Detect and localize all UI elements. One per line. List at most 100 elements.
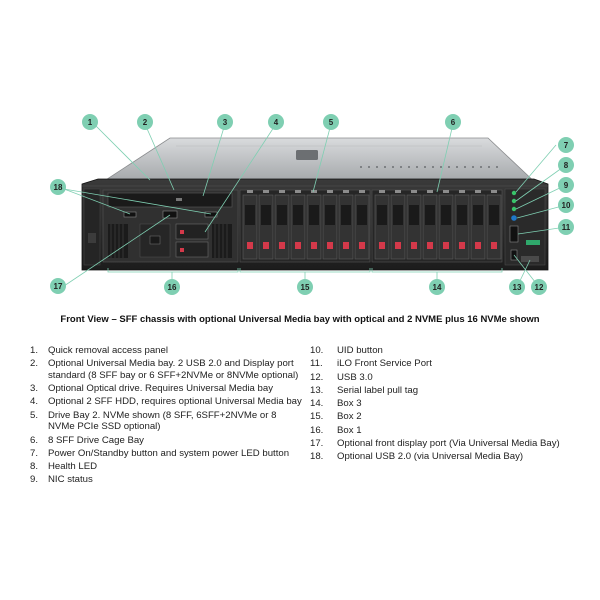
callout-18: 18	[50, 179, 66, 195]
svg-text:8: 8	[564, 161, 569, 170]
callout-14: 14	[429, 279, 445, 295]
svg-text:7: 7	[564, 141, 569, 150]
ilo-service-port	[509, 225, 519, 243]
legend-number: 3.	[30, 383, 39, 395]
callout-11: 11	[558, 219, 574, 235]
svg-text:18: 18	[54, 183, 63, 192]
svg-text:16: 16	[168, 283, 177, 292]
legend-number: 11.	[310, 358, 323, 370]
svg-text:15: 15	[301, 283, 310, 292]
usb-2-port	[204, 211, 218, 218]
legend-text: NIC status	[48, 474, 93, 486]
legend-number: 1.	[30, 345, 39, 356]
callout-12: 12	[531, 279, 547, 295]
drive-cage-box-2	[239, 189, 371, 263]
legend-text: Optional 2 SFF HDD, requires optional Un…	[48, 396, 302, 408]
legend-item: 13. Serial label pull tag	[310, 385, 595, 397]
svg-text:9: 9	[564, 181, 569, 190]
legend-item: 4. Optional 2 SFF HDD, requires optional …	[30, 396, 302, 408]
drive-cage-box-3	[371, 189, 503, 263]
legend-number: 16.	[310, 424, 324, 436]
callout-2: 2	[137, 114, 153, 130]
legend-text: Optional Optical drive. Requires Univers…	[48, 383, 274, 395]
callout-1: 1	[82, 114, 98, 130]
legend-item: 8. Health LED	[30, 461, 302, 473]
leader-lines	[63, 123, 567, 288]
legend-number: 18.	[310, 451, 324, 463]
legend-number: 6.	[30, 434, 39, 446]
legend-text: UID button	[337, 345, 383, 356]
chassis-top-cover	[93, 137, 542, 188]
svg-text:6: 6	[451, 118, 456, 127]
display-port	[162, 210, 178, 219]
legend-text: Power On/Standby button and system power…	[48, 447, 290, 459]
power-button-led	[511, 190, 517, 196]
legend-number: 2.	[30, 358, 39, 370]
legend-number: 8.	[30, 461, 39, 473]
right-control-panel	[504, 188, 546, 266]
legend-text: Drive Bay 2. NVMe shown (8 SFF, 6SFF+2NV…	[48, 409, 277, 433]
legend-number: 4.	[30, 396, 39, 408]
callout-markers: 1 2 3 4 5 6 7 8 9 10 11 12 13 14 15 16 1…	[50, 114, 574, 295]
svg-text:10: 10	[562, 201, 571, 210]
callout-4: 4	[268, 114, 284, 130]
universal-media-bay	[102, 189, 239, 263]
legend-item: 5. Drive Bay 2. NVMe shown (8 SFF, 6SFF+2…	[30, 410, 302, 433]
svg-text:4: 4	[274, 118, 279, 127]
legend-item: 6.8 SFF Drive Cage Bay	[30, 435, 302, 447]
box-brackets	[107, 268, 503, 273]
svg-text:5: 5	[329, 118, 334, 127]
health-led	[511, 198, 517, 204]
legend-text: Serial label pull tag	[337, 384, 419, 396]
svg-text:2: 2	[143, 118, 148, 127]
legend-right-column: 10.UID button 11.iLO Front Service Port …	[310, 345, 595, 465]
svg-text:13: 13	[513, 283, 522, 292]
callout-9: 9	[558, 177, 574, 193]
uid-button	[511, 215, 517, 221]
callout-17: 17	[50, 278, 66, 294]
svg-text:3: 3	[223, 118, 228, 127]
legend-text: USB 3.0	[337, 371, 373, 383]
callout-13: 13	[509, 279, 525, 295]
legend-item: 3. Optional Optical drive. Requires Unive…	[30, 383, 302, 395]
legend-number: 12.	[310, 371, 324, 383]
callout-3: 3	[217, 114, 233, 130]
callout-5: 5	[323, 114, 339, 130]
callout-16: 16	[164, 279, 180, 295]
legend-number: 15.	[310, 411, 324, 423]
legend-item: 16.Box 1	[310, 425, 595, 437]
callout-7: 7	[558, 137, 574, 153]
legend-text: Optional Universal Media bay. 2 USB 2.0 …	[48, 358, 299, 381]
legend-number: 13.	[310, 384, 324, 396]
legend-item: 15.Box 2	[310, 411, 595, 423]
legend-item: 18. Optional USB 2.0 (via Universal Media…	[310, 451, 595, 463]
legend-item: 10.UID button	[310, 345, 595, 357]
legend-item: 12. USB 3.0	[310, 372, 595, 384]
legend-text: Optional USB 2.0 (via Universal Media Ba…	[337, 451, 524, 463]
legend-number: 7.	[30, 447, 39, 459]
figure-caption: Front View – SFF chassis with optional U…	[60, 314, 540, 325]
legend-item: 1.Quick removal access panel	[30, 345, 302, 357]
legend-item: 7. Power On/Standby button and system pow…	[30, 448, 302, 460]
legend-number: 5.	[30, 409, 39, 421]
legend-text: Box 3	[337, 398, 362, 410]
brand-label	[526, 240, 540, 245]
legend-text: Health LED	[48, 461, 98, 473]
legend-item: 17. Optional front display port (Via Univ…	[310, 438, 595, 450]
svg-text:12: 12	[535, 283, 544, 292]
callout-10: 10	[558, 197, 574, 213]
legend-number: 9.	[30, 474, 39, 486]
legend-number: 17.	[310, 437, 324, 449]
legend-text: Optional front display port (Via Univers…	[337, 437, 560, 449]
usb-2-port	[123, 211, 137, 218]
access-panel-latch	[296, 150, 318, 160]
legend-text: iLO Front Service Port	[337, 358, 432, 370]
nic-status-led	[511, 206, 517, 212]
sff-drive	[175, 223, 209, 240]
svg-text:1: 1	[88, 118, 93, 127]
callout-15: 15	[297, 279, 313, 295]
left-rack-ear	[83, 188, 101, 266]
legend-item: 11. iLO Front Service Port	[310, 358, 595, 370]
legend-item: 9. NIC status	[30, 474, 302, 486]
